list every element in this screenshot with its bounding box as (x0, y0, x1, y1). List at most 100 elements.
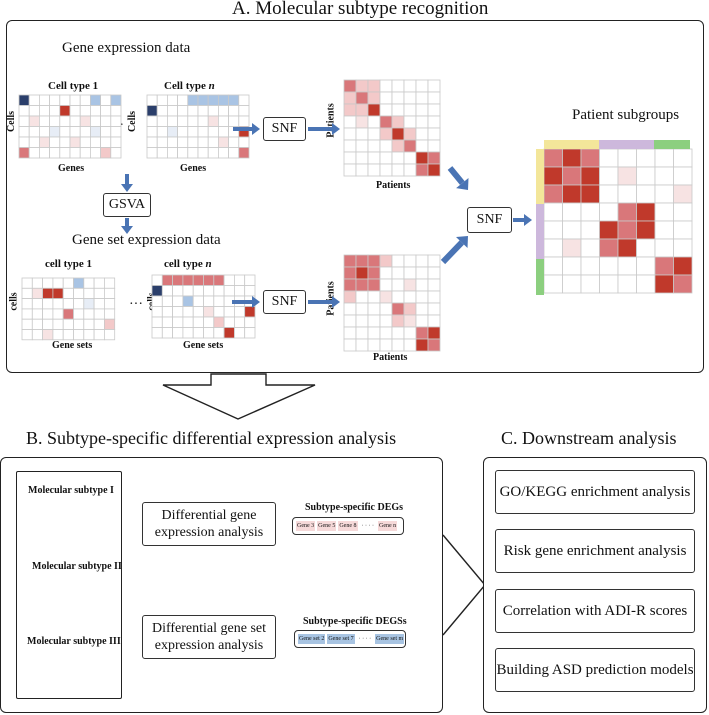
gene-expr-grid-n-cell (166, 94, 178, 106)
gene-expr-grid-1-cell (59, 126, 71, 138)
gene-expr-grid-1-cell (39, 126, 51, 138)
gene-expr-grid-1-cell (28, 94, 40, 106)
similarity-matrix-1-cell (403, 127, 417, 141)
gene-expr-grid-1-cell (18, 147, 30, 159)
gene-expr-grid-n-cell (217, 136, 229, 148)
similarity-matrix-2-cell (403, 302, 417, 316)
subgroup-matrix-cell (636, 184, 656, 204)
geneset-grid-1-cell (93, 298, 105, 310)
gene-expr-grid-n-cell (238, 136, 250, 148)
subgroup-matrix-cell (673, 238, 693, 258)
similarity-matrix-1-cell (391, 163, 405, 177)
geneset-grid-1-cell (93, 329, 105, 341)
gene-expr-grid-n-cell (177, 94, 189, 106)
similarity-matrix-2-cell (379, 290, 393, 304)
similarity-matrix-2-cell (367, 290, 381, 304)
subgroup-matrix-cell (580, 238, 600, 258)
asd-prediction-box[interactable]: Building ASD prediction models (495, 648, 695, 692)
geneset-grid-n-cell (151, 327, 163, 339)
degss-item: Gene set 2 (298, 634, 326, 644)
similarity-matrix-2-cell (367, 326, 381, 340)
geneset-grid-n-cell (172, 327, 184, 339)
similarity-matrix-2-cell (403, 290, 417, 304)
degss-item: Gene set 7 (327, 634, 355, 644)
geneset-grid-1-cell (93, 277, 105, 289)
gene-set-expression-label: Gene set expression data (72, 232, 221, 248)
similarity-matrix-1-cell (403, 151, 417, 165)
gene-expr-grid-1-cell (59, 94, 71, 106)
degs-item: Gene 8 (338, 521, 358, 531)
gene-expr-grid-1-cell (69, 115, 81, 127)
cell-type-n-label: Cell type n (164, 80, 215, 92)
geneset-grid-1-cell (73, 308, 85, 320)
subgroup-matrix-cell (562, 274, 582, 294)
geneset-grid-1-cell (73, 287, 85, 299)
subgroup-matrix-cell (673, 256, 693, 276)
geneset-grid-n-cell (233, 306, 246, 318)
similarity-matrix-2-cell (355, 254, 369, 268)
gene-expr-grid-n-cell (207, 147, 219, 159)
subgroup-side-yellow (536, 149, 544, 204)
risk-gene-box[interactable]: Risk gene enrichment analysis (495, 529, 695, 573)
similarity-matrix-1-cell (379, 139, 393, 153)
subgroup-matrix-cell (543, 148, 563, 168)
similarity-matrix-2-cell (343, 314, 357, 328)
similarity-matrix-1-cell (403, 103, 417, 117)
similarity-matrix-2-cell (355, 314, 369, 328)
gene-expr-grid-1-cell (90, 94, 102, 106)
similarity-matrix-1-cell (379, 115, 393, 129)
snf-button-1[interactable]: SNF (263, 117, 306, 141)
similarity-matrix-2-cell (367, 314, 381, 328)
subgroup-matrix-cell (673, 166, 693, 186)
gene-expr-grid-1-cell (69, 105, 81, 117)
gene-expr-grid-n-cell (187, 126, 199, 138)
similarity-matrix-1-cell (379, 163, 393, 177)
geneset-grid-n-cell (192, 306, 204, 318)
similarity-matrix-1-cell (427, 163, 441, 177)
gene-expr-grid-1-cell (49, 94, 61, 106)
gene-expr-grid-1-cell (110, 115, 122, 127)
similarity-matrix-1-cell (427, 151, 441, 165)
geneset-grid-n-cell (172, 285, 184, 297)
gene-expr-grid-n-cell (187, 136, 199, 148)
subgroup-matrix-cell (543, 256, 563, 276)
gene-expr-grid-1-cell (79, 126, 91, 138)
gene-expr-grid-n-cell (166, 147, 178, 159)
arrow-snf3-to-subgroups-head (524, 214, 532, 226)
geneset-grid-1-cell (42, 318, 54, 330)
gene-expr-grid-n-cell (207, 115, 219, 127)
geneset-grid-n-cell (233, 274, 246, 286)
geneset-grid-1-cell (21, 308, 33, 320)
geneset-grid-n-cell (223, 285, 235, 297)
subgroup-matrix-cell (654, 184, 674, 204)
geneset-grid-n-cell (182, 306, 194, 318)
similarity-matrix-2-cell (415, 254, 429, 268)
subgroup-bar-yellow (544, 140, 599, 149)
go-kegg-box[interactable]: GO/KEGG enrichment analysis (495, 470, 695, 514)
geneset-grid-1-cell (62, 298, 74, 310)
degs-item: Gene 3 (296, 521, 316, 531)
snf-button-3[interactable]: SNF (467, 207, 512, 233)
geneset-grid-1-cell (31, 298, 43, 310)
similarity-matrix-2-cell (367, 302, 381, 316)
geneset-grid-n-cell (192, 327, 204, 339)
similarity-matrix-2-cell (403, 254, 417, 268)
subgroup-matrix-cell (654, 166, 674, 186)
snf-button-2[interactable]: SNF (263, 290, 306, 314)
adi-r-correlation-box[interactable]: Correlation with ADI-R scores (495, 589, 695, 633)
degs-item: Gene n (378, 521, 398, 531)
subgroup-matrix-cell (599, 256, 619, 276)
similarity-matrix-2-cell (379, 266, 393, 280)
subgroup-matrix-cell (580, 148, 600, 168)
similarity-matrix-2-cell (427, 290, 441, 304)
gene-expr-grid-1-cell (39, 136, 51, 148)
similarity-matrix-2-cell (391, 338, 405, 352)
similarity-matrix-2-cell (367, 266, 381, 280)
subgroup-matrix-cell (617, 202, 637, 222)
gene-expr-grid-n-cell (217, 126, 229, 138)
gsva-button[interactable]: GSVA (103, 193, 151, 217)
similarity-matrix-2-cell (355, 302, 369, 316)
geneset-grid-1-cell (83, 318, 95, 330)
